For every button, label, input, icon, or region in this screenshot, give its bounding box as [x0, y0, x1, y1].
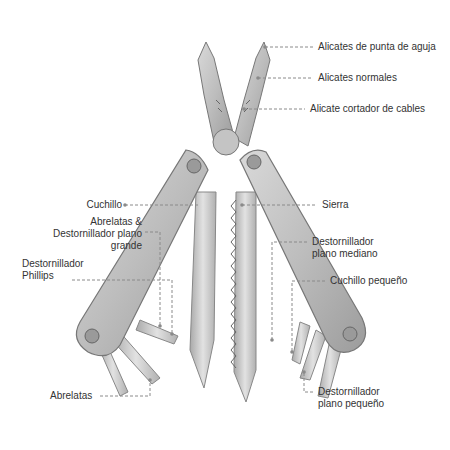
part-label: Alicates de punta de aguja: [318, 41, 436, 53]
jaw-teeth: [216, 100, 250, 112]
leader-line: [272, 242, 307, 340]
leader-line: [100, 380, 150, 396]
part-label: Alicates normales: [318, 72, 397, 84]
leader-line: [244, 109, 305, 110]
small-tool: [300, 330, 326, 380]
saw-teeth: [231, 200, 236, 368]
leader-dot: [123, 203, 127, 207]
leader-line: [125, 205, 198, 206]
part-label: Abrelatas: [50, 390, 92, 402]
part-label: Sierra: [322, 199, 349, 211]
part-label: Destornillador plano mediano: [312, 236, 396, 260]
screw: [343, 327, 357, 341]
part-label: Cuchillo: [60, 199, 122, 211]
screw: [187, 159, 201, 173]
left-handle: [76, 150, 208, 356]
part-label: Cuchillo pequeño: [330, 275, 407, 287]
part-label: Destornillador Phillips: [22, 258, 102, 282]
leader-dot: [290, 350, 294, 354]
leader-dot: [242, 107, 246, 111]
screw: [85, 329, 99, 343]
leader-line: [145, 232, 160, 326]
leader-line: [258, 78, 313, 79]
leader-dot: [263, 45, 267, 49]
part-label: Alicate cortador de cables: [310, 103, 425, 115]
leader-line: [72, 280, 172, 334]
leader-line: [242, 205, 317, 206]
leader-dot: [148, 378, 152, 382]
plier-jaw: [234, 42, 270, 146]
leader-dot: [158, 324, 162, 328]
leader-dot: [302, 370, 306, 374]
knife-blade: [190, 192, 216, 388]
pivot: [213, 129, 239, 155]
leader-dot: [170, 332, 174, 336]
part-label: Abrelatas & Destornillador plano grande: [52, 216, 142, 252]
part-label: Destornillador plano pequeño: [318, 386, 402, 410]
plier-jaw: [198, 42, 234, 142]
leader-line: [292, 281, 325, 352]
leader-dot: [240, 203, 244, 207]
saw-blade: [234, 192, 256, 402]
leader-dot: [270, 338, 274, 342]
leader-dot: [256, 76, 260, 80]
leader-line: [265, 47, 313, 48]
screw: [247, 155, 261, 169]
leader-line: [304, 372, 313, 392]
